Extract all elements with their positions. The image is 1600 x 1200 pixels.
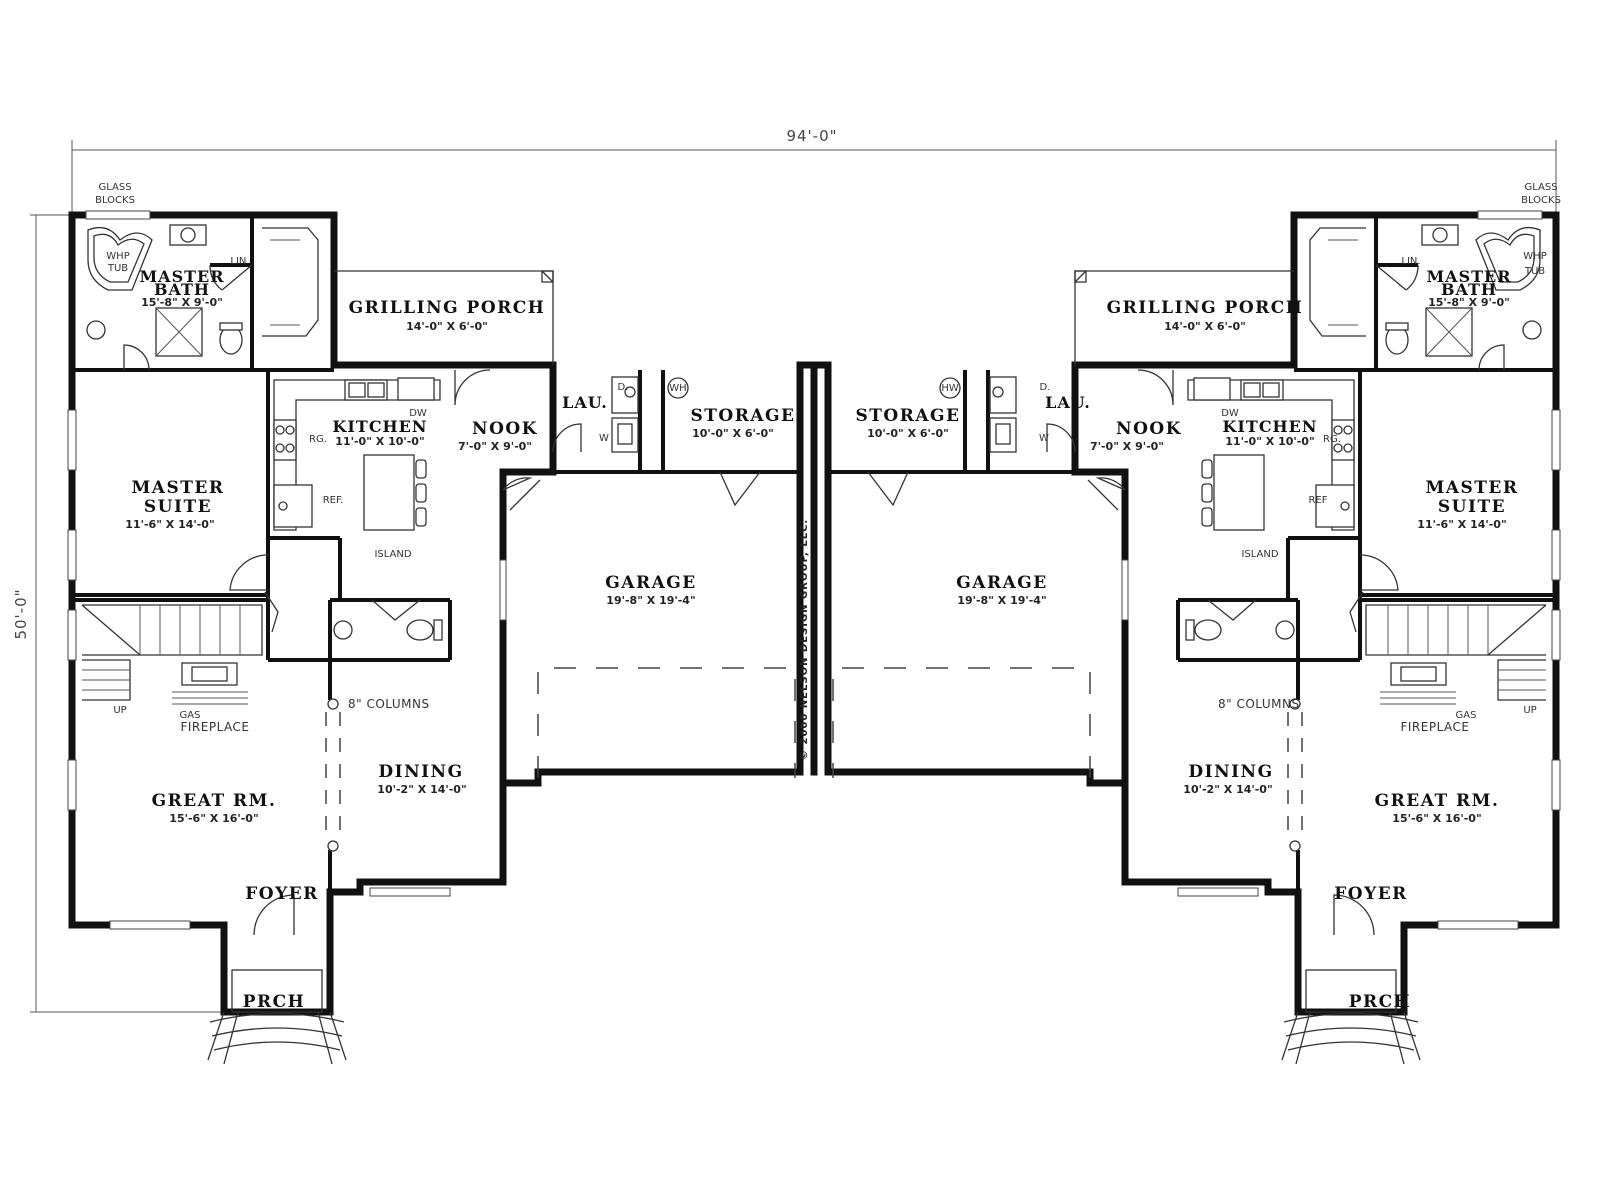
fireplace-label: FIREPLACE bbox=[180, 720, 249, 734]
glass-blocks-label: BLOCKS bbox=[1521, 195, 1561, 206]
kitchen-label: KITCHEN bbox=[1223, 417, 1318, 436]
overall-width-dimension bbox=[71, 140, 1557, 212]
nook-dim: 7'-0" X 9'-0" bbox=[1090, 440, 1164, 453]
nook-dim: 7'-0" X 9'-0" bbox=[458, 440, 532, 453]
master-suite-label: SUITE bbox=[1438, 497, 1506, 517]
right-unit-labels: GLASS BLOCKS WHP TUB LIN. MASTER BATH 15… bbox=[855, 182, 1560, 1012]
refrigerator-label: REF bbox=[1308, 495, 1327, 506]
garage-dim: 19'-8" X 19'-4" bbox=[957, 594, 1046, 607]
left-unit-drawing bbox=[68, 211, 800, 1064]
storage-dim: 10'-0" X 6'-0" bbox=[867, 427, 949, 440]
left-unit-labels: GLASS BLOCKS WHP TUB LIN. MASTER BATH 15… bbox=[95, 182, 795, 1012]
dining-dim: 10'-2" X 14'-0" bbox=[377, 783, 466, 796]
foyer-label: FOYER bbox=[245, 884, 319, 904]
washer-label: W bbox=[599, 433, 609, 444]
master-bath-label: BATH bbox=[1441, 280, 1497, 299]
glass-blocks-label: GLASS bbox=[1524, 182, 1557, 193]
master-suite-dim: 11'-6" X 14'-0" bbox=[125, 518, 214, 531]
columns-label: 8" COLUMNS bbox=[1218, 697, 1300, 711]
garage-label: GARAGE bbox=[956, 573, 1048, 593]
overall-depth-label: 50'-0" bbox=[12, 588, 30, 639]
master-suite-label: MASTER bbox=[1425, 478, 1518, 498]
linen-label: LIN. bbox=[1401, 256, 1420, 267]
gas-label: GAS bbox=[1456, 710, 1477, 721]
range-label: RG. bbox=[309, 434, 327, 445]
laundry-label: LAU. bbox=[562, 393, 608, 412]
storage-label: STORAGE bbox=[855, 406, 960, 426]
kitchen-dim: 11'-0" X 10'-0" bbox=[1225, 435, 1314, 448]
master-bath-label: MASTER bbox=[1426, 267, 1511, 286]
dishwasher-label: DW bbox=[409, 408, 427, 419]
master-bath-label: BATH bbox=[154, 280, 210, 299]
dishwasher-label: DW bbox=[1221, 408, 1239, 419]
master-suite-dim: 11'-6" X 14'-0" bbox=[1417, 518, 1506, 531]
copyright-text: © 2000 NELSON DESIGN GROUP, LLC. bbox=[799, 519, 810, 760]
storage-label: STORAGE bbox=[690, 406, 795, 426]
great-room-label: GREAT RM. bbox=[1375, 791, 1500, 811]
laundry-label: LAU. bbox=[1045, 393, 1091, 412]
master-suite-label: SUITE bbox=[144, 497, 212, 517]
grilling-porch-dim: 14'-0" X 6'-0" bbox=[406, 320, 488, 333]
grilling-porch-label: GRILLING PORCH bbox=[349, 298, 546, 318]
overall-width-label: 94'-0" bbox=[786, 127, 837, 145]
island-label: ISLAND bbox=[374, 549, 411, 560]
refrigerator-label: REF. bbox=[323, 495, 344, 506]
right-unit-drawing bbox=[828, 211, 1560, 1064]
garage-label: GARAGE bbox=[605, 573, 697, 593]
foyer-label: FOYER bbox=[1334, 884, 1408, 904]
master-bath-dim: 15'-8" X 9'-0" bbox=[1428, 296, 1510, 309]
overall-depth-dimension bbox=[30, 214, 222, 1013]
nook-label: NOOK bbox=[472, 419, 538, 439]
gas-label: GAS bbox=[180, 710, 201, 721]
grilling-porch-dim: 14'-0" X 6'-0" bbox=[1164, 320, 1246, 333]
dryer-label: D. bbox=[618, 382, 629, 393]
garage-dim: 19'-8" X 19'-4" bbox=[606, 594, 695, 607]
stairs-up-label: UP bbox=[1523, 705, 1536, 716]
great-room-dim: 15'-6" X 16'-0" bbox=[169, 812, 258, 825]
master-suite-label: MASTER bbox=[131, 478, 224, 498]
range-label: RG. bbox=[1323, 434, 1341, 445]
porch-label: PRCH bbox=[1349, 992, 1412, 1012]
master-bath-dim: 15'-8" X 9'-0" bbox=[141, 296, 223, 309]
great-room-label: GREAT RM. bbox=[152, 791, 277, 811]
grilling-porch-label: GRILLING PORCH bbox=[1107, 298, 1304, 318]
island-label: ISLAND bbox=[1241, 549, 1278, 560]
linen-label: LIN. bbox=[230, 256, 249, 267]
whp-label: TUB bbox=[1524, 266, 1545, 277]
master-bath-label: MASTER bbox=[139, 267, 224, 286]
glass-blocks-label: BLOCKS bbox=[95, 195, 135, 206]
dryer-label: D. bbox=[1040, 382, 1051, 393]
great-room-dim: 15'-6" X 16'-0" bbox=[1392, 812, 1481, 825]
dining-label: DINING bbox=[378, 762, 463, 782]
whp-label: WHP bbox=[106, 251, 129, 262]
stairs-up-label: UP bbox=[113, 705, 126, 716]
kitchen-label: KITCHEN bbox=[333, 417, 428, 436]
dining-dim: 10'-2" X 14'-0" bbox=[1183, 783, 1272, 796]
storage-dim: 10'-0" X 6'-0" bbox=[692, 427, 774, 440]
dining-label: DINING bbox=[1188, 762, 1273, 782]
kitchen-dim: 11'-0" X 10'-0" bbox=[335, 435, 424, 448]
whp-label: WHP bbox=[1523, 251, 1546, 262]
columns-label: 8" COLUMNS bbox=[348, 697, 430, 711]
fireplace-label: FIREPLACE bbox=[1400, 720, 1469, 734]
nook-label: NOOK bbox=[1116, 419, 1182, 439]
whp-label: TUB bbox=[107, 263, 128, 274]
porch-label: PRCH bbox=[243, 992, 306, 1012]
glass-blocks-label: GLASS bbox=[98, 182, 131, 193]
washer-label: W bbox=[1039, 433, 1049, 444]
